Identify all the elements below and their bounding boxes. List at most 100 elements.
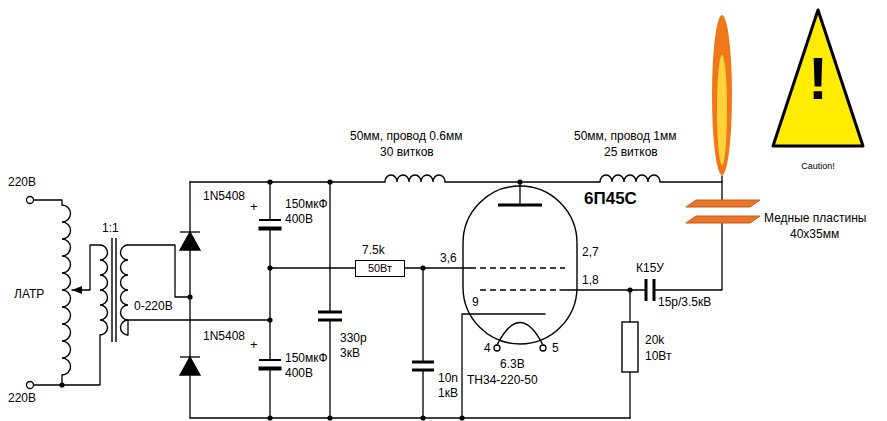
part-value: 400В	[285, 213, 313, 226]
tube-outline	[462, 185, 578, 345]
voltage-label: 0-220В	[134, 300, 173, 313]
terminal	[494, 345, 500, 351]
tube-electrode	[498, 204, 542, 207]
coil	[600, 175, 660, 182]
ratio-label: 1:1	[102, 222, 119, 235]
tube-name: 6П45С	[584, 190, 637, 209]
copper-plate	[686, 200, 760, 207]
junction-dot	[59, 382, 64, 387]
terminal-label: 220В	[8, 176, 36, 189]
warning-mark: !	[770, 46, 866, 112]
junction-dot	[327, 415, 332, 420]
pin-number: 4	[484, 342, 491, 355]
capacitor-symbol	[645, 279, 648, 301]
part-value: 330p	[340, 332, 367, 345]
junction-dot	[627, 287, 632, 292]
resistor-symbol: 50Вт	[355, 260, 405, 277]
wire	[462, 314, 545, 418]
diode-symbol	[180, 356, 200, 357]
part-value: 20k	[645, 334, 664, 347]
wire	[72, 245, 100, 290]
coil-spec: 50мм, провод 1мм	[574, 130, 677, 143]
polarity-mark: +	[250, 200, 258, 214]
coil	[385, 175, 445, 182]
capacitor-symbol	[653, 279, 656, 301]
part-label: 1N5408	[203, 190, 245, 203]
part-value: 150мкФ	[285, 352, 328, 365]
capacitor-symbol	[259, 359, 281, 361]
diode-symbol	[180, 231, 200, 232]
tube-outline	[463, 186, 577, 344]
terminal	[27, 197, 34, 204]
capacitor-symbol	[318, 311, 342, 314]
junction-dot	[327, 179, 332, 184]
pin-number: 9	[472, 296, 479, 309]
part-value: 7.5k	[362, 244, 385, 257]
junction-dot	[267, 265, 272, 270]
coil	[112, 238, 116, 342]
wire	[269, 182, 270, 418]
part-value: 10n	[438, 372, 458, 385]
wire	[560, 223, 722, 290]
transformer-label: ТН34-220-50	[467, 374, 538, 387]
coil-spec: 25 витков	[604, 146, 658, 159]
tube-electrode	[470, 205, 565, 345]
capacitor-symbol	[259, 367, 281, 370]
coil	[62, 205, 70, 375]
wire	[422, 268, 423, 418]
resistor-rating: 50Вт	[368, 262, 392, 274]
tube-envelope: 6П45С3,62,71,8945	[462, 185, 578, 345]
coil-spec: 30 витков	[380, 146, 434, 159]
wire	[189, 182, 190, 418]
plate-size: 40x35мм	[790, 228, 839, 241]
coil	[121, 245, 128, 335]
junction-dot	[187, 294, 192, 299]
capacitor-symbol	[412, 361, 434, 364]
part-value: 150мкФ	[285, 198, 328, 211]
capacitor-symbol	[259, 219, 281, 221]
capacitor-symbol	[318, 319, 342, 322]
coil	[62, 175, 660, 375]
autotransformer-label: ЛАТР	[14, 288, 44, 301]
terminal	[27, 382, 34, 389]
wire	[128, 320, 270, 335]
junction-dot	[420, 265, 425, 270]
wire	[329, 182, 330, 418]
junction-dot	[517, 179, 522, 184]
capacitor-symbol	[259, 220, 654, 370]
pin-number: 5	[552, 342, 559, 355]
capacitor-symbol	[412, 369, 434, 372]
part-value: 15p/3.5кВ	[658, 296, 711, 309]
part-value: 10Вт	[645, 350, 671, 363]
flame	[712, 15, 732, 175]
junction-dot	[267, 179, 272, 184]
junction-dot	[420, 415, 425, 420]
pin-number: 3,6	[440, 252, 457, 265]
heater-voltage: 6.3В	[500, 358, 525, 371]
junction-dot	[267, 415, 272, 420]
tube-electrode	[480, 289, 560, 291]
polarity-mark: +	[250, 338, 258, 352]
coil-spec: 50мм, провод 0.6мм	[350, 130, 463, 143]
terminal	[27, 197, 547, 389]
pin-number: 1,8	[582, 274, 599, 287]
wiper-arrow	[72, 286, 82, 294]
warning-caption: Caution!	[770, 162, 866, 172]
resistor-symbol	[622, 322, 638, 372]
wire	[34, 176, 722, 418]
wire	[721, 176, 722, 200]
part-value: 1кВ	[438, 387, 458, 400]
junction-dot	[267, 317, 272, 322]
capacitor-symbol	[259, 227, 281, 230]
coil	[100, 245, 108, 335]
part-value: 400В	[285, 367, 313, 380]
part-label: 1N5408	[203, 330, 245, 343]
plate-label: Медные пластины	[764, 212, 866, 225]
warning-sign: ! Caution!	[770, 6, 866, 181]
diode-symbol	[180, 357, 200, 375]
diode-symbol	[180, 232, 200, 250]
pin-number: 2,7	[582, 246, 599, 259]
flame	[712, 15, 732, 175]
